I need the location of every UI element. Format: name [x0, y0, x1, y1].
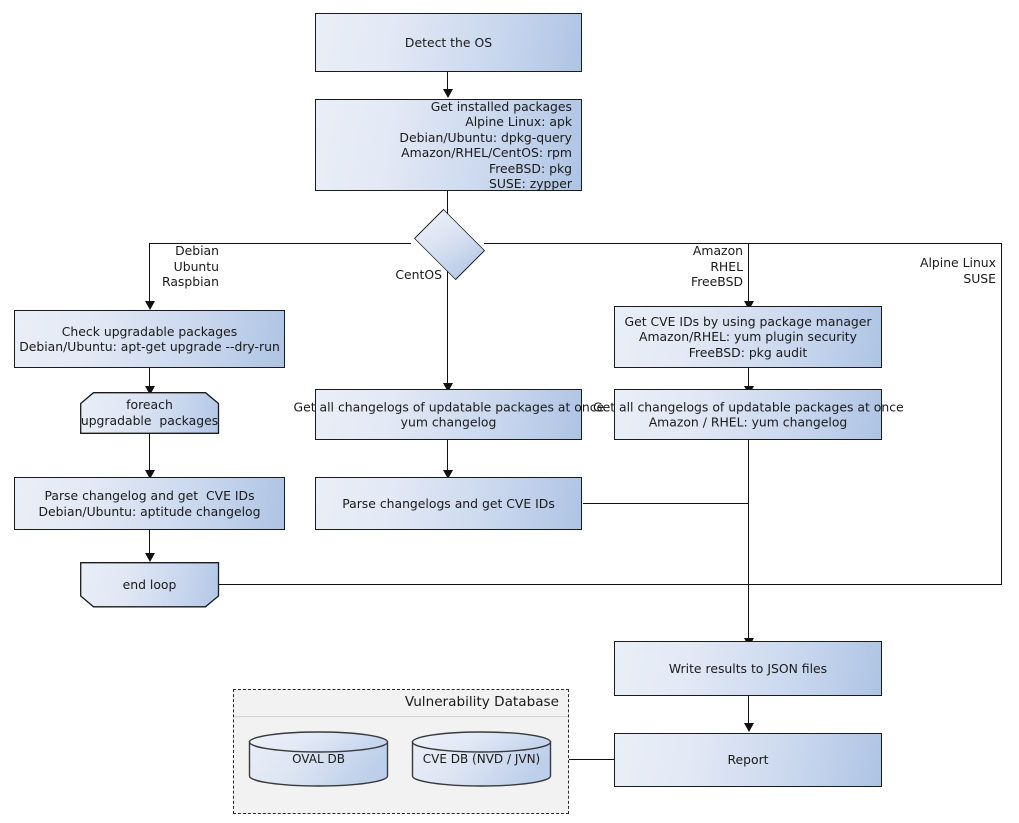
- connector-write-to-report: [748, 696, 750, 726]
- database-oval-db[interactable]: OVAL DB: [248, 731, 389, 787]
- node-get-changelogs-centos[interactable]: Get all changelogs of updatable packages…: [294, 389, 604, 440]
- arrowhead-parse-changelog: [144, 470, 155, 479]
- edge-label-debian: Debian Ubuntu Raspbian: [161, 243, 219, 289]
- node-get-installed-packages-label: Get installed packages Alpine Linux: apk…: [399, 98, 572, 192]
- connector-vulndb-to-report: [568, 759, 616, 761]
- connector-centos-changelogs-to-parse: [447, 440, 449, 476]
- node-get-changelogs-amazon-label: Get all changelogs of updatable packages…: [593, 399, 904, 430]
- database-cve-db-label: CVE DB (NVD / JVN): [422, 752, 541, 766]
- node-end-loop-label: end loop: [122, 576, 177, 592]
- connector-foreach-to-parse: [149, 432, 151, 477]
- connector-packages-to-decision: [447, 191, 449, 219]
- connector-endloop-rail: [218, 584, 1002, 586]
- vulnerability-database-divider: [234, 716, 568, 717]
- arrowhead-get-cve-ids: [743, 301, 754, 310]
- node-get-cve-ids-package-manager-label: Get CVE IDs by using package manager Ama…: [624, 313, 872, 360]
- arrowhead-packages: [442, 89, 453, 98]
- node-get-installed-packages[interactable]: Get installed packages Alpine Linux: apk…: [315, 99, 582, 191]
- node-report-label: Report: [727, 752, 769, 768]
- node-detect-the-os-label: Detect the OS: [404, 34, 493, 50]
- node-parse-changelog-debian-label: Parse changelog and get CVE IDs Debian/U…: [38, 488, 261, 519]
- node-detect-the-os[interactable]: Detect the OS: [315, 13, 582, 72]
- node-get-cve-ids-package-manager[interactable]: Get CVE IDs by using package manager Ama…: [614, 306, 882, 368]
- connector-parse-to-endloop: [149, 530, 151, 560]
- connector-debian-down: [149, 243, 151, 305]
- connector-amazon-down: [748, 243, 750, 305]
- node-check-upgradable-packages[interactable]: Check upgradable packages Debian/Ubuntu:…: [14, 310, 285, 368]
- connector-decision-left-branch: [149, 243, 411, 245]
- node-parse-changelogs-centos-label: Parse changelogs and get CVE IDs: [342, 495, 555, 511]
- connector-decision-right-branch: [484, 243, 1002, 245]
- connector-detect-to-packages: [447, 72, 449, 92]
- node-parse-changelog-debian[interactable]: Parse changelog and get CVE IDs Debian/U…: [14, 477, 285, 530]
- arrowhead-centos-parse: [442, 470, 453, 479]
- vulnerability-database-title: Vulnerability Database: [404, 694, 559, 710]
- connector-cveids-to-changelogs: [748, 368, 750, 389]
- node-parse-changelogs-centos[interactable]: Parse changelogs and get CVE IDs: [315, 477, 582, 530]
- node-get-changelogs-amazon[interactable]: Get all changelogs of updatable packages…: [593, 389, 904, 440]
- connector-amazon-to-write: [748, 440, 750, 641]
- node-get-changelogs-centos-label: Get all changelogs of updatable packages…: [293, 399, 605, 430]
- node-write-results-json[interactable]: Write results to JSON files: [614, 641, 882, 696]
- node-report[interactable]: Report: [614, 733, 882, 787]
- database-cve-db[interactable]: CVE DB (NVD / JVN): [411, 731, 552, 787]
- node-foreach-loop-label: foreach upgradable packages: [80, 397, 219, 428]
- node-write-results-json-label: Write results to JSON files: [668, 660, 828, 676]
- connector-decision-centos: [447, 264, 449, 387]
- node-os-decision[interactable]: [408, 208, 488, 280]
- node-foreach-loop[interactable]: foreach upgradable packages: [80, 392, 219, 433]
- cylinder-shape-cve: [411, 731, 552, 787]
- database-oval-db-label: OVAL DB: [292, 752, 345, 766]
- arrowhead-end-loop: [144, 553, 155, 562]
- connector-alpine-down: [1001, 243, 1003, 585]
- edge-label-alpine: Alpine Linux SUSE: [919, 255, 996, 286]
- cylinder-shape-oval: [248, 731, 389, 787]
- node-end-loop[interactable]: end loop: [80, 562, 219, 607]
- edge-label-amazon: Amazon RHEL FreeBSD: [691, 243, 743, 289]
- arrowhead-check-upgradable: [144, 301, 155, 310]
- arrowhead-foreach: [144, 386, 155, 395]
- connector-centos-parse-rail: [583, 503, 749, 505]
- arrowhead-centos-changelogs: [442, 383, 453, 392]
- connector-upgradable-to-foreach: [149, 368, 151, 389]
- edge-label-centos: CentOS: [395, 267, 442, 282]
- node-check-upgradable-packages-label: Check upgradable packages Debian/Ubuntu:…: [19, 323, 280, 355]
- arrowhead-report: [743, 723, 754, 732]
